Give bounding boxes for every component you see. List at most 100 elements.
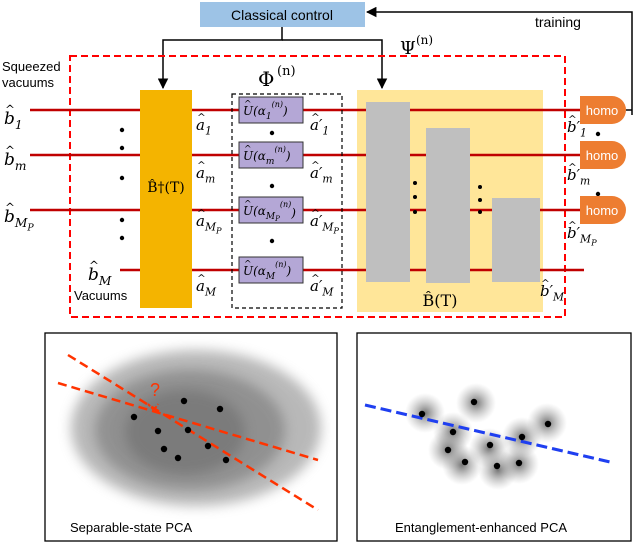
data-point <box>180 397 188 405</box>
svg-text:b′M: b′M <box>540 282 565 304</box>
psi-superscript: (n) <box>416 33 433 47</box>
separable-pca-caption: Separable-state PCA <box>70 520 192 535</box>
phase-gate-m: U(αm(n))^ <box>238 141 304 169</box>
svg-text:a′M: a′M <box>310 277 334 299</box>
homodyne-detector-m: homo <box>580 141 626 169</box>
b-transform-label: B̂(T) <box>423 291 458 310</box>
svg-text:homo: homo <box>586 203 619 218</box>
data-point <box>160 445 168 453</box>
svg-text:^: ^ <box>568 114 577 126</box>
data-point <box>470 398 478 406</box>
svg-text:^: ^ <box>244 100 252 110</box>
svg-text:bM: bM <box>88 265 112 288</box>
ellipsis-dot <box>595 131 601 137</box>
ellipsis-dot <box>478 185 482 189</box>
svg-text:^: ^ <box>244 145 252 155</box>
phi-label: Φ <box>258 67 274 91</box>
svg-text:U(αMP(n)): U(αMP(n)) <box>243 200 296 223</box>
svg-text:^: ^ <box>89 258 99 272</box>
b-prime-label-M: b′M^ <box>540 278 565 304</box>
homodyne-detector-1: homo <box>580 96 626 124</box>
svg-text:^: ^ <box>197 160 206 172</box>
ellipsis-dot <box>119 235 125 241</box>
b-prime-label-1: b′1^ <box>567 114 587 140</box>
b-prime-label-mp: b′MP^ <box>567 220 597 248</box>
data-point <box>515 459 523 467</box>
svg-text:^: ^ <box>568 162 577 174</box>
entangled-pca-caption: Entanglement-enhanced PCA <box>395 520 567 535</box>
data-point <box>184 426 192 434</box>
vacuums-label: Vacuums <box>74 288 128 303</box>
squeezed-label-line1: Squeezed <box>2 59 61 74</box>
phase-gate-1: U(α1(n))^ <box>238 96 304 124</box>
data-point <box>493 462 501 470</box>
separable-pca-line-1 <box>67 353 319 512</box>
psi-label: Ψ <box>400 38 416 59</box>
svg-text:^: ^ <box>5 102 15 116</box>
svg-text:homo: homo <box>586 148 619 163</box>
svg-text:^: ^ <box>197 112 206 124</box>
ellipsis-dot <box>119 145 125 151</box>
input-label-mp: bMP^ <box>4 200 34 233</box>
svg-text:bMP: bMP <box>4 207 34 234</box>
svg-text:^: ^ <box>244 260 252 270</box>
ellipsis-dot <box>119 127 125 133</box>
a-label-m: am^ <box>196 160 215 186</box>
circuit-boundary <box>69 55 566 318</box>
b-prime-label-m: b′m^ <box>567 162 590 188</box>
training-arrow <box>365 6 633 115</box>
ellipsis-dot <box>119 217 125 223</box>
a-prime-label-M: a′M^ <box>310 273 334 299</box>
a-prime-label-mp: a′MP^ <box>310 208 339 236</box>
a-label-M: aM^ <box>196 273 217 299</box>
input-label-m: bm^ <box>4 143 27 173</box>
homodyne-detector-mp: homo <box>580 196 626 224</box>
control-arrow-right <box>282 39 388 90</box>
data-point <box>418 410 426 418</box>
svg-text:am: am <box>196 164 215 186</box>
svg-text:^: ^ <box>541 278 550 290</box>
ellipsis-dot <box>413 181 417 185</box>
question-tick <box>147 403 159 412</box>
svg-text:homo: homo <box>586 103 619 118</box>
svg-text:aM: aM <box>196 277 217 299</box>
svg-text:^: ^ <box>311 208 320 220</box>
ellipsis-dot <box>413 210 417 214</box>
svg-text:a1: a1 <box>196 116 212 138</box>
data-point <box>174 454 182 462</box>
ellipsis-dot <box>478 210 482 214</box>
separable-pca-line-2 <box>57 381 319 462</box>
a-label-1: a1^ <box>196 112 212 138</box>
input-label-M: bM^ <box>88 258 112 288</box>
state-cloud <box>442 445 482 485</box>
svg-text:b′MP: b′MP <box>567 224 597 248</box>
svg-text:^: ^ <box>197 208 206 220</box>
svg-text:a′MP: a′MP <box>310 212 339 236</box>
data-point <box>154 427 162 435</box>
phase-gate-M: U(αM(n))^ <box>238 256 304 284</box>
svg-text:U(αm(n)): U(αm(n)) <box>243 145 291 167</box>
separable-state-cloud <box>71 350 321 506</box>
control-arrow-left <box>157 27 283 90</box>
svg-text:^: ^ <box>197 273 206 285</box>
ellipsis-dot <box>595 191 601 197</box>
uncertainty-question-mark: ? <box>150 380 160 400</box>
ellipsis-dot <box>269 183 275 189</box>
svg-text:^: ^ <box>311 160 320 172</box>
svg-text:bm: bm <box>4 150 27 173</box>
svg-text:^: ^ <box>311 273 320 285</box>
data-point <box>130 413 138 421</box>
data-point <box>518 433 526 441</box>
ellipsis-dot <box>269 238 275 244</box>
entangled-pca-line <box>364 403 611 464</box>
svg-text:a′1: a′1 <box>310 116 329 138</box>
ellipsis-dot <box>478 198 482 202</box>
a-prime-label-1: a′1^ <box>310 112 329 138</box>
data-point <box>544 420 552 428</box>
squeezed-label-line2: vacuums <box>2 75 55 90</box>
svg-text:aMP: aMP <box>196 212 222 236</box>
phi-block <box>231 93 343 309</box>
classical-control-box <box>200 2 365 27</box>
data-point <box>461 458 469 466</box>
